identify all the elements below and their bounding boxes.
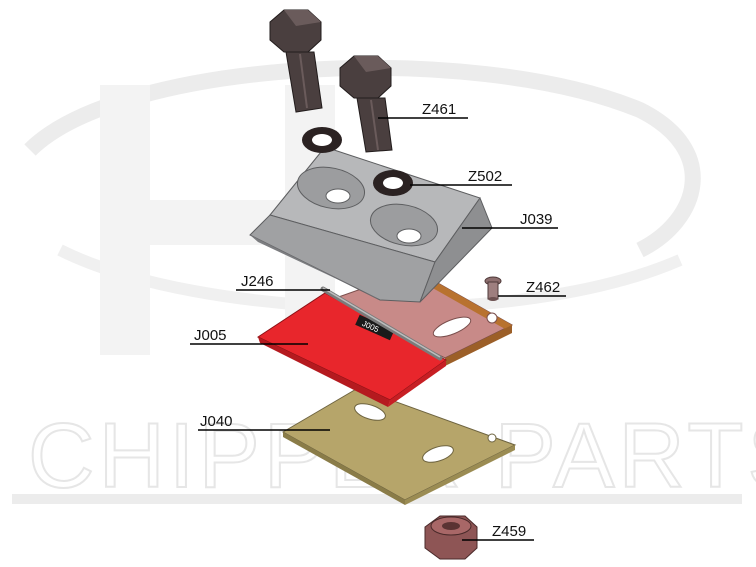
blade-j005: J005 <box>256 292 447 407</box>
label-z502: Z502 <box>468 168 502 185</box>
clamp-block-j039 <box>249 146 493 303</box>
counter-plate-slot <box>432 316 472 338</box>
clamp-block-chamfer <box>250 235 380 300</box>
bolt-z461-right <box>339 55 393 153</box>
clamp-hole-right <box>396 228 422 244</box>
label-j039: J039 <box>520 211 553 228</box>
pin-j246 <box>320 286 443 361</box>
label-z461: Z461 <box>422 101 456 118</box>
label-j005: J005 <box>194 327 227 344</box>
label-j040: J040 <box>200 413 233 430</box>
label-j246: J246 <box>241 273 274 290</box>
watermark-underline <box>12 494 742 504</box>
bolt-z461-left <box>269 9 323 113</box>
clamp-hole-left <box>325 188 351 204</box>
counter-plate-hole <box>486 312 498 324</box>
blade-marking <box>355 314 395 341</box>
washer-left <box>302 127 342 153</box>
base-plate-slot-lower <box>422 445 454 463</box>
washer-z502 <box>373 170 413 196</box>
base-plate-slot-upper <box>354 403 386 421</box>
part-labels: Z461 Z502 J039 J246 Z462 J005 J040 Z459 <box>194 101 560 540</box>
small-screw-z462 <box>484 276 502 301</box>
label-z462: Z462 <box>526 279 560 296</box>
label-z459: Z459 <box>492 523 526 540</box>
base-plate-pin-hole <box>487 433 497 443</box>
leader-lines <box>190 117 566 541</box>
base-plate-j040 <box>281 387 517 505</box>
nut-z459 <box>424 515 478 560</box>
